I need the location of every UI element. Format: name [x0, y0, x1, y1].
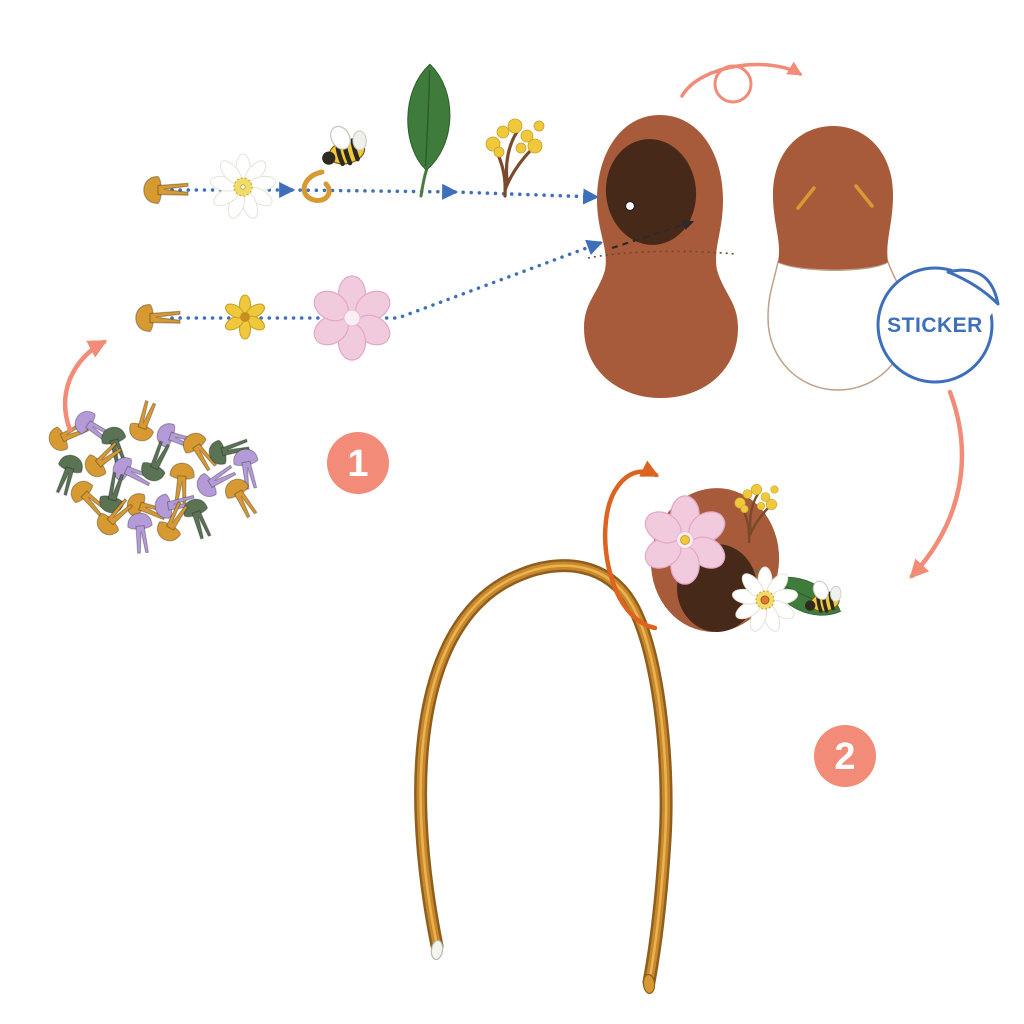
- ear-back-sticker-liner: [767, 260, 909, 391]
- step-2-badge: 2: [814, 725, 876, 787]
- ear-front-icon: [584, 115, 738, 398]
- step-1-number: 1: [347, 443, 368, 485]
- sticker-circle: [876, 266, 994, 384]
- ear-back-felt: [773, 126, 893, 270]
- ear-pieces: STICKER: [584, 61, 1008, 579]
- pile-to-brad-arrow: [63, 339, 108, 433]
- brad-icon: [126, 511, 155, 555]
- guide-arrow-icon: [453, 188, 600, 205]
- step-2-circle: [814, 725, 876, 787]
- sticker-flap: [946, 268, 1000, 306]
- step-2-number: 2: [834, 736, 855, 778]
- folded-prong-marks: [796, 184, 874, 210]
- step1-parts: 1: [44, 61, 546, 555]
- flip-arc: [680, 61, 803, 98]
- guide-arrow-icon: [336, 239, 604, 320]
- step2-assembly: 2: [414, 460, 876, 995]
- step-1-badge: 1: [327, 432, 389, 494]
- daisy-icon: [208, 153, 278, 222]
- next-step-arrow: [909, 389, 965, 579]
- headband-icon: [414, 559, 673, 995]
- decorated-ear: [639, 483, 848, 635]
- rotate-icon: [602, 460, 660, 631]
- ear-fold-line: [587, 250, 737, 259]
- squiggle-icon: [301, 169, 332, 203]
- sticker-label: STICKER: [887, 314, 983, 337]
- brads-pile: [44, 397, 264, 555]
- flip-icon: [680, 61, 803, 104]
- brad-icon: [137, 437, 177, 486]
- pink-flower-icon: [308, 275, 396, 361]
- guide-arrows: [170, 181, 604, 327]
- leaf-icon: [402, 61, 455, 199]
- brad-center: [760, 595, 770, 605]
- push-arrow-icon: [611, 219, 695, 250]
- step-1-circle: [327, 432, 389, 494]
- brad-icon: [220, 474, 263, 522]
- brad-center: [680, 535, 690, 545]
- sticker-icon: STICKER: [876, 262, 1008, 384]
- guide-arrow-icon: [290, 183, 459, 200]
- mimosa-icon: [484, 117, 546, 198]
- headband-tip: [430, 939, 444, 961]
- ear-back-icon: [767, 126, 909, 391]
- bee-icon: [315, 118, 373, 170]
- brad-hole: [624, 200, 636, 212]
- ear-front-inner: [605, 139, 697, 245]
- headband-tip: [642, 973, 656, 995]
